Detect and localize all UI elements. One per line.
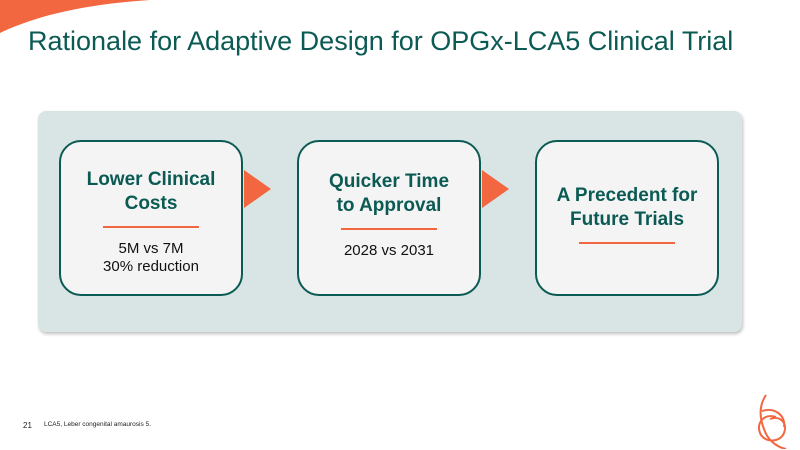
company-logo-icon [758, 394, 787, 449]
decorative-swoosh [0, 0, 150, 33]
divider [103, 226, 199, 228]
card-detail: 2028 vs 2031 [343, 242, 435, 259]
slide-title: Rationale for Adaptive Design for OPGx-L… [28, 26, 734, 56]
arrow-right-icon [244, 170, 271, 208]
divider [579, 242, 675, 244]
arrow-right-icon [482, 170, 509, 208]
footnote: LCA5, Leber congenital amaurosis 5. [44, 421, 151, 428]
divider [341, 228, 437, 230]
page-number: 21 [23, 421, 32, 430]
